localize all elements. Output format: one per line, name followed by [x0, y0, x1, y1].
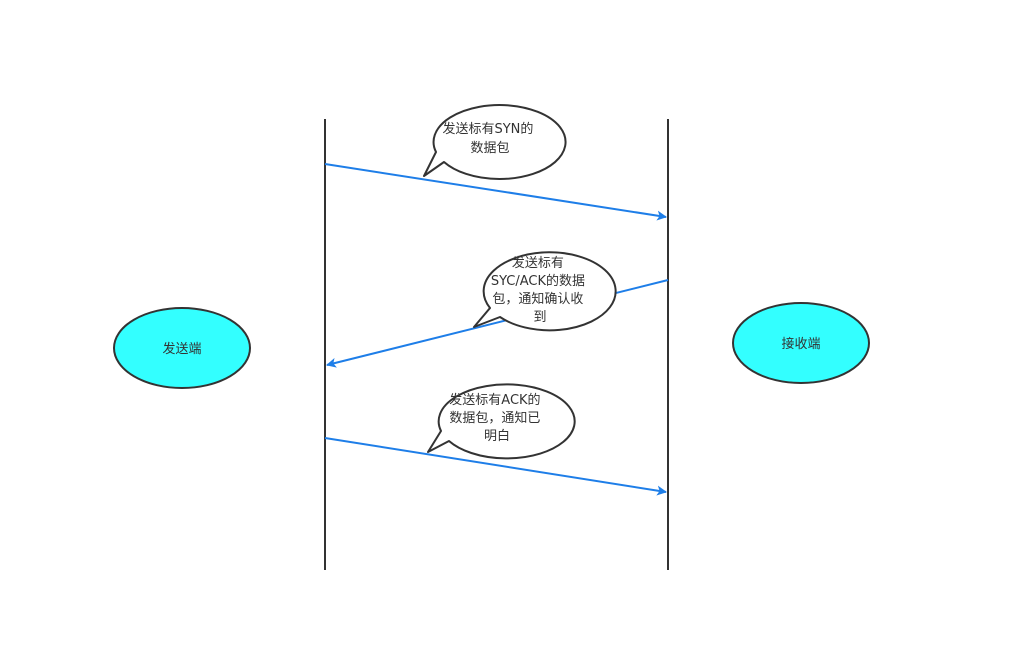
- ack-note-line: 数据包，通知已: [449, 410, 540, 426]
- sender-node[interactable]: 发送端: [113, 307, 251, 389]
- receiver-ellipse: [732, 302, 870, 384]
- ack-arrow[interactable]: [324, 437, 667, 496]
- receiver-label: 接收端: [781, 336, 820, 352]
- ack-note-text: 发送标有ACK的 数据包，通知已 明白: [449, 392, 544, 444]
- ack-note-line: 明白: [484, 428, 510, 444]
- sender-ellipse: [113, 307, 251, 389]
- syn-ack-note-bubble: 发送标有 SYC/ACK的数据 包，通知确认收 到: [473, 251, 617, 332]
- receiver-node[interactable]: 接收端: [732, 302, 870, 384]
- syn-note-line: 数据包: [470, 141, 509, 156]
- syn-note-bubble: 发送标有SYN的 数据包: [423, 104, 567, 181]
- syn-ack-note-line: SYC/ACK的数据: [491, 273, 585, 289]
- ack-note-line: 发送标有ACK的: [449, 392, 540, 408]
- ack-note-bubble: 发送标有ACK的 数据包，通知已 明白: [427, 383, 576, 460]
- syn-note-line: 发送标有SYN的: [442, 121, 533, 137]
- ack-bubble-shape: [427, 383, 576, 460]
- syn-arrow[interactable]: [324, 163, 667, 221]
- syn-ack-note-text: 发送标有 SYC/ACK的数据 包，通知确认收 到: [491, 255, 589, 325]
- syn-ack-note-line: 发送标有: [512, 255, 564, 271]
- message-ack: 发送标有ACK的 数据包，通知已 明白: [324, 383, 667, 496]
- syn-bubble-shape: [423, 104, 567, 181]
- syn-ack-note-line: 到: [533, 310, 546, 325]
- message-syn-ack: 发送标有 SYC/ACK的数据 包，通知确认收 到: [326, 251, 669, 368]
- syn-ack-bubble-shape: [473, 251, 617, 332]
- message-syn: 发送标有SYN的 数据包: [324, 104, 667, 221]
- syn-note-text: 发送标有SYN的 数据包: [442, 121, 537, 156]
- sender-label: 发送端: [162, 341, 201, 357]
- syn-ack-note-line: 包，通知确认收: [492, 291, 583, 307]
